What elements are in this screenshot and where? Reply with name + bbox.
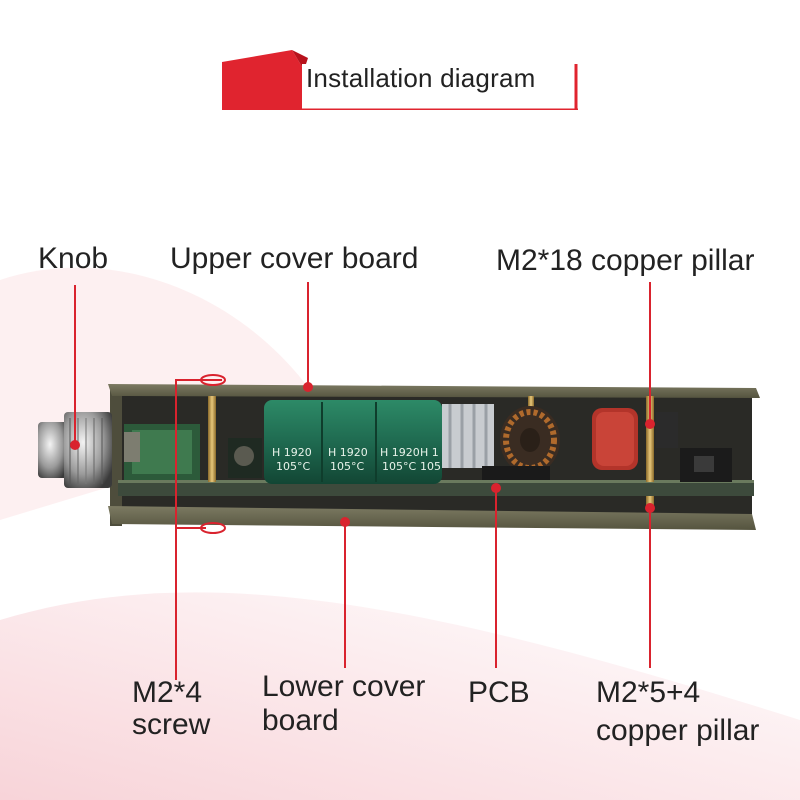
capacitors: H 1920 105°C H 1920 105°C H 1920 105°C 1… — [264, 400, 442, 484]
label-m2-4-line2: screw — [132, 708, 211, 741]
lower-cover-board — [108, 506, 756, 530]
upper-cover-board — [108, 384, 760, 398]
label-lower-cover-line1: Lower cover — [262, 670, 426, 703]
svg-text:105°C: 105°C — [382, 460, 416, 473]
svg-text:105: 105 — [420, 460, 441, 473]
inductor-coil — [500, 406, 560, 474]
svg-text:H 1920: H 1920 — [328, 446, 368, 459]
label-m2-5-4-line1: M2*5+4 — [596, 676, 701, 709]
m2-18-pillar-right — [646, 396, 654, 482]
m2-18-pillar-left — [208, 396, 216, 482]
svg-text:H 1920: H 1920 — [380, 446, 420, 459]
diagram-title: Installation diagram — [306, 63, 536, 93]
heatsink — [442, 404, 494, 468]
pcb-board — [118, 482, 754, 496]
svg-text:105°C: 105°C — [330, 460, 364, 473]
cap-mark-1: H 1920 — [272, 446, 312, 459]
label-knob: Knob — [38, 242, 109, 275]
svg-text:105°C: 105°C — [276, 460, 310, 473]
m2-5-4-pillar — [646, 496, 654, 508]
label-pcb: PCB — [468, 676, 530, 709]
label-m2-18-copper-pillar: M2*18 copper pillar — [496, 244, 755, 277]
svg-text:H 1: H 1 — [420, 446, 439, 459]
knob — [38, 412, 112, 488]
label-m2-4-line1: M2*4 — [132, 676, 203, 709]
label-lower-cover-line2: board — [262, 704, 339, 737]
title-banner — [222, 50, 578, 110]
label-m2-5-4-line2: copper pillar — [596, 714, 760, 747]
label-upper-cover-board: Upper cover board — [170, 242, 419, 275]
